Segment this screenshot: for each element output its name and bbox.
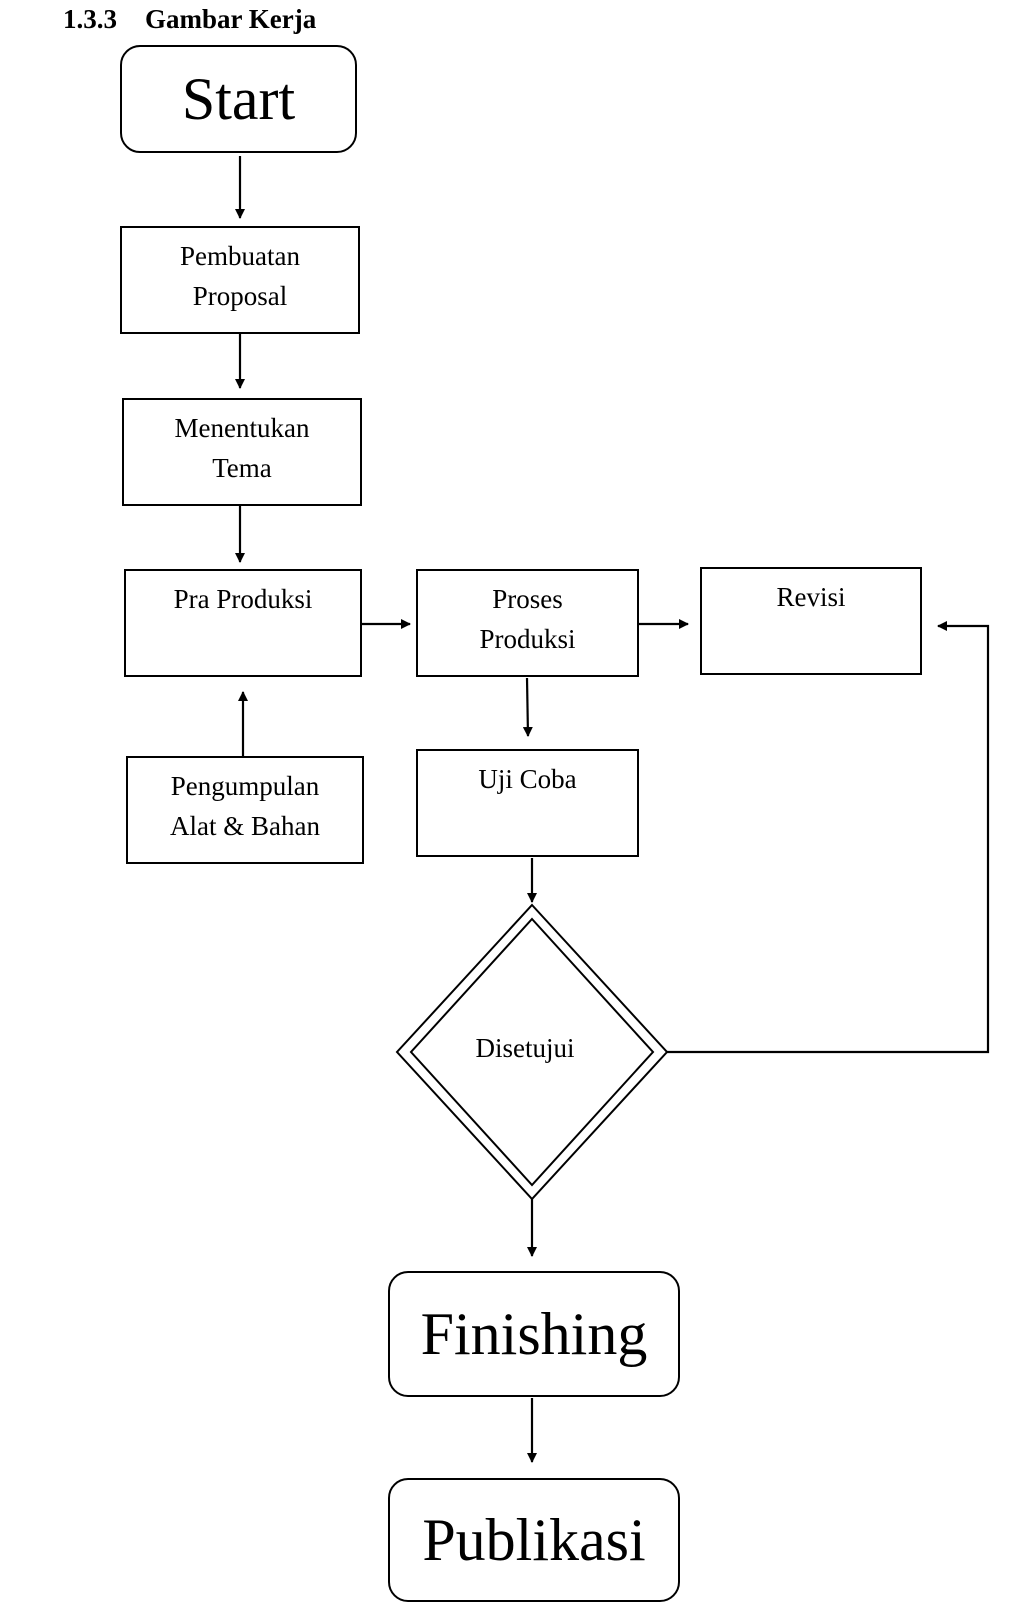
revisi-label: Revisi [776,582,846,612]
arrow-proses-to-ujicoba [522,677,533,737]
finishing-terminal: Finishing [388,1271,680,1397]
pra-produksi-box: Pra Produksi [124,569,362,677]
arrow-disetujui-to-revisi [667,621,990,1054]
uji-coba-label: Uji Coba [478,764,577,794]
start-terminal: Start [120,45,357,153]
pembuatan-proposal-label-line2: Proposal [192,281,288,311]
section-title: Gambar Kerja [145,4,317,34]
pembuatan-proposal-label-line1: Pembuatan [180,241,300,271]
uji-coba-box: Uji Coba [416,749,639,857]
finishing-label: Finishing [420,1301,648,1367]
pembuatan-proposal-box: Pembuatan Proposal [120,226,360,334]
publikasi-terminal: Publikasi [388,1478,680,1602]
pengumpulan-alat-bahan-box: Pengumpulan Alat & Bahan [126,756,364,864]
menentukan-tema-label-line1: Menentukan [174,413,310,443]
proses-produksi-label-line2: Produksi [479,624,576,654]
pengumpulan-label-line1: Pengumpulan [170,771,320,801]
menentukan-tema-label-line2: Tema [212,453,272,483]
section-heading: 1.3.3 Gambar Kerja [63,3,316,35]
revisi-box: Revisi [700,567,922,675]
proses-produksi-box: Proses Produksi [416,569,639,677]
decision-diamond [395,903,669,1201]
section-number: 1.3.3 [63,4,117,34]
menentukan-tema-box: Menentukan Tema [122,398,362,506]
start-label: Start [181,66,296,132]
pengumpulan-label-line2: Alat & Bahan [170,811,320,841]
publikasi-label: Publikasi [422,1507,646,1573]
proses-produksi-label-line1: Proses [492,584,563,614]
disetujui-label: Disetujui [475,1033,575,1063]
pra-produksi-label: Pra Produksi [173,584,313,614]
